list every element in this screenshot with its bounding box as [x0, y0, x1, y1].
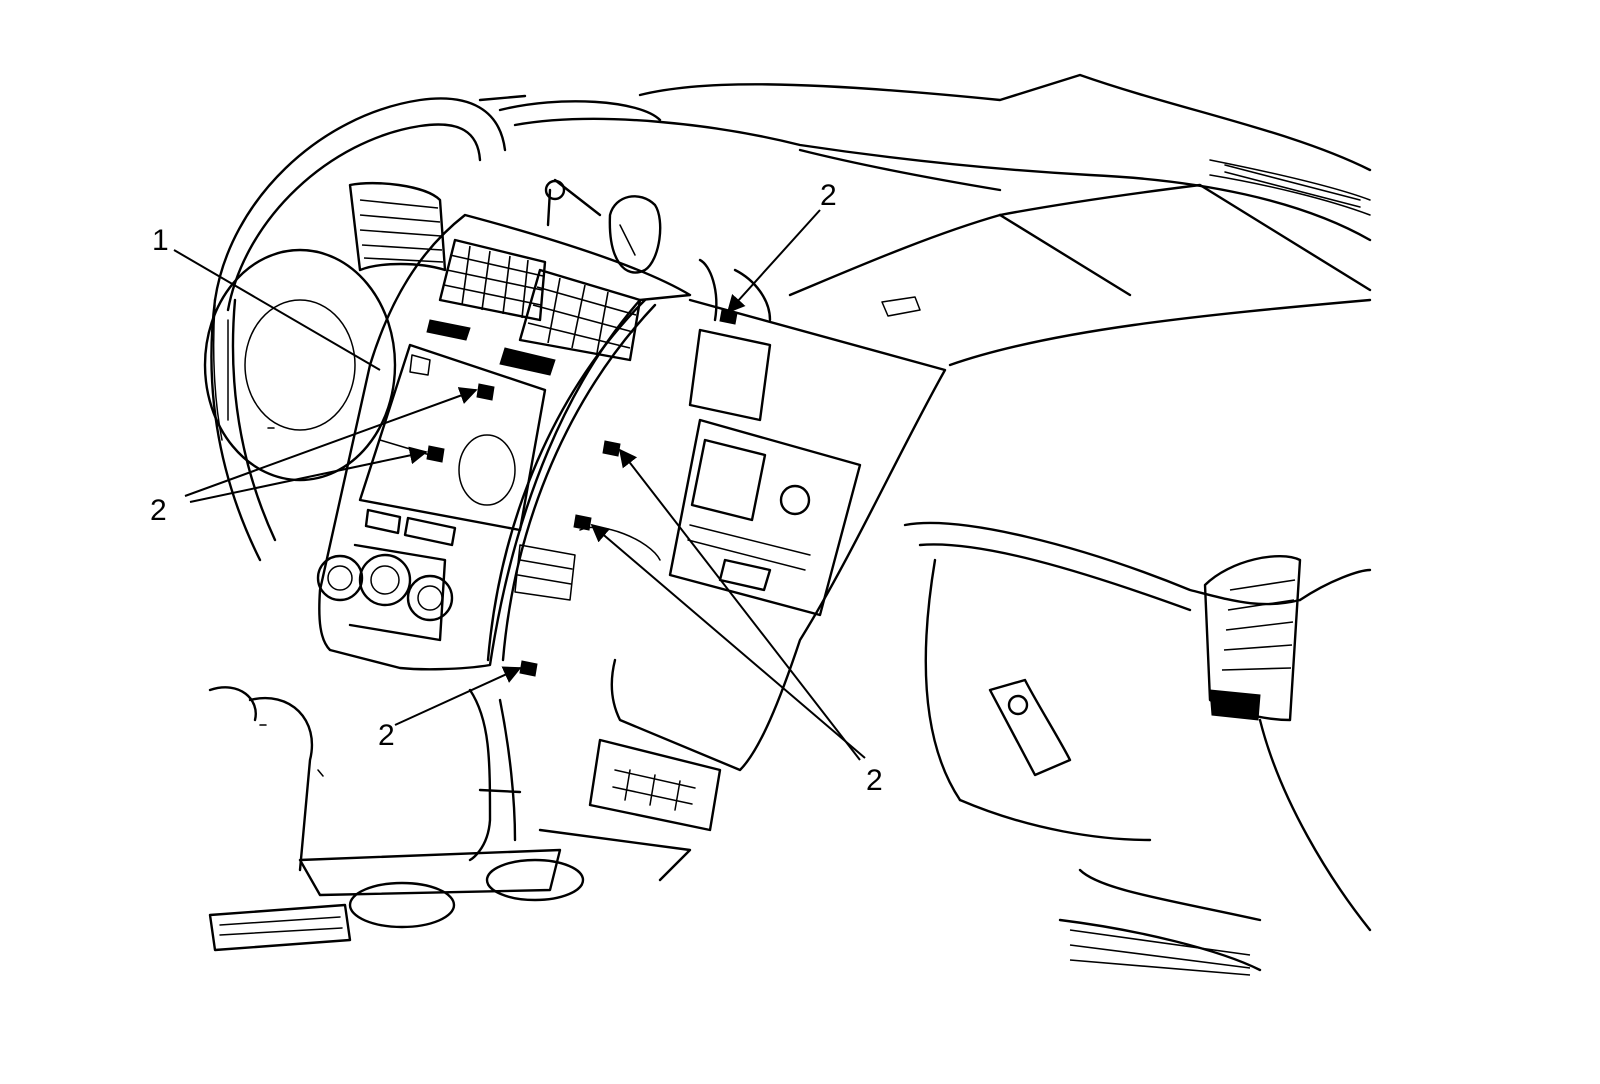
clip-marker: [426, 445, 445, 463]
clip-marker: [519, 660, 538, 677]
center-bezel: [316, 213, 692, 671]
callout-2-bottom-left: 2: [378, 719, 395, 752]
center-console: [208, 686, 722, 952]
callout-2-bottom-right: 2: [866, 764, 883, 797]
right-dashboard: [903, 521, 1372, 976]
clip-marker: [602, 440, 621, 457]
upper-dashboard: [478, 73, 1372, 367]
leader-lines: [173, 209, 866, 761]
callout-labels: 1 2 2 2 2: [150, 179, 883, 797]
retainer-clips: [426, 309, 738, 677]
steering-wheel: [203, 97, 507, 562]
clip-marker: [476, 383, 495, 401]
callout-2-left: 2: [150, 494, 167, 527]
callout-2-top: 2: [820, 179, 837, 212]
left-air-vent: [348, 182, 447, 272]
callout-1: 1: [152, 224, 169, 257]
radio-cavity: [514, 298, 947, 772]
bezel-vents: [438, 238, 642, 362]
clip-marker: [573, 514, 592, 531]
